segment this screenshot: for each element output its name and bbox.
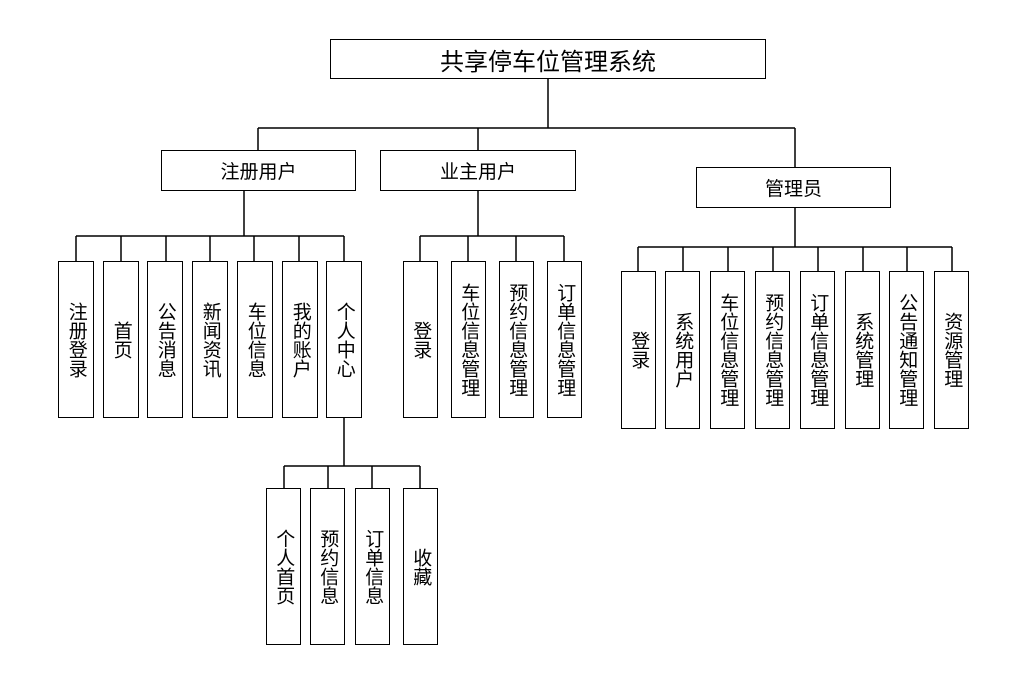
leaf-node: 新闻资讯 (192, 261, 228, 418)
leaf-node-label: 车位信息 (244, 301, 267, 378)
leaf-node: 我的账户 (282, 261, 318, 418)
leaf-node-label: 订单信息管理 (554, 282, 577, 397)
leaf-node-label: 系统管理 (852, 312, 875, 388)
leaf-node: 订单信息管理 (800, 271, 835, 429)
root-node-box: 共享停车位管理系统 (330, 39, 766, 79)
leaf-node: 预约信息管理 (499, 261, 534, 418)
leaf-node-label: 注册登录 (65, 301, 88, 378)
group-node-label: 管理员 (764, 178, 822, 200)
leaf-node: 公告通知管理 (889, 271, 924, 429)
leaf-node-label: 预约信息管理 (762, 293, 785, 407)
sub-leaf-node-label: 个人首页 (273, 528, 296, 605)
leaf-node: 车位信息管理 (710, 271, 745, 429)
leaf-node-label: 订单信息管理 (807, 293, 830, 407)
leaf-node-label: 资源管理 (941, 312, 964, 388)
leaf-node: 车位信息管理 (451, 261, 486, 418)
group-node-label: 注册用户 (220, 161, 297, 183)
leaf-node: 登录 (621, 271, 656, 429)
leaf-node-label: 我的账户 (289, 301, 312, 378)
leaf-node: 系统用户 (665, 271, 700, 429)
leaf-node-label: 登录 (628, 331, 651, 369)
leaf-node-label: 首页 (110, 320, 133, 359)
root-node-label: 共享停车位管理系统 (440, 47, 656, 76)
leaf-node-personal-center: 个人中心 (326, 261, 362, 418)
leaf-node-label: 公告通知管理 (896, 293, 919, 407)
group-node-label: 业主用户 (439, 161, 516, 183)
leaf-node-label: 个人中心 (333, 301, 356, 378)
leaf-node-label: 预约信息管理 (506, 282, 529, 397)
group-node-registered-user: 注册用户 (161, 150, 356, 191)
leaf-node-label: 车位信息管理 (717, 293, 740, 407)
leaf-node-label: 新闻资讯 (199, 301, 222, 378)
leaf-node-label: 公告消息 (154, 301, 177, 378)
leaf-node: 注册登录 (58, 261, 94, 418)
leaf-node: 公告消息 (147, 261, 183, 418)
leaf-node: 资源管理 (934, 271, 969, 429)
sub-leaf-node: 预约信息 (310, 488, 345, 645)
sub-leaf-node-label: 订单信息 (362, 528, 385, 605)
leaf-node: 预约信息管理 (755, 271, 790, 429)
sub-leaf-node: 个人首页 (266, 488, 301, 645)
leaf-node: 订单信息管理 (547, 261, 582, 418)
sub-leaf-node: 订单信息 (355, 488, 390, 645)
leaf-node-label: 登录 (410, 320, 433, 359)
sub-leaf-node-label: 预约信息 (317, 528, 340, 605)
leaf-node: 登录 (403, 261, 438, 418)
sub-leaf-node-label: 收藏 (410, 547, 433, 586)
group-node-owner-user: 业主用户 (380, 150, 576, 191)
leaf-node-label: 系统用户 (672, 312, 695, 388)
sub-leaf-node: 收藏 (403, 488, 438, 645)
leaf-node: 车位信息 (237, 261, 273, 418)
leaf-node: 首页 (103, 261, 139, 418)
leaf-node-label: 车位信息管理 (458, 282, 481, 397)
group-node-admin: 管理员 (696, 167, 891, 208)
leaf-node: 系统管理 (845, 271, 880, 429)
